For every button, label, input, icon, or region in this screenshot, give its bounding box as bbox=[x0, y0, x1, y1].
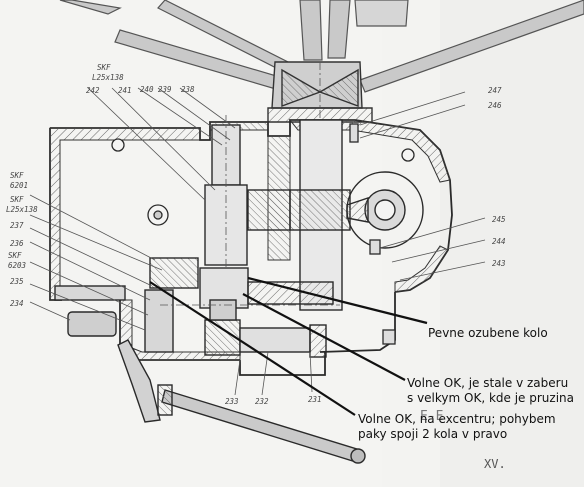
part-number-labels: SKF L25x138 242 241 240 239 238 247 246 … bbox=[6, 63, 506, 471]
callout-fixed-gear-line-1: Pevne ozubene kolo bbox=[428, 326, 548, 340]
leader-lines bbox=[29, 87, 486, 396]
callout-pointer-1 bbox=[247, 276, 428, 325]
callout-pointer-2 bbox=[242, 293, 406, 381]
label-238: 238 bbox=[181, 85, 195, 94]
shift-lever bbox=[54, 285, 366, 464]
callout-eccentric-gear-line-1: Volne OK, na excentru; pohybem bbox=[358, 412, 556, 426]
label-243: 243 bbox=[492, 259, 506, 268]
label-242: 242 bbox=[86, 86, 100, 95]
callout-pointer-3 bbox=[149, 281, 356, 416]
label-231: 231 bbox=[308, 395, 322, 404]
callout-eccentric-gear: Volne OK, na excentru; pohybem paky spoj… bbox=[358, 412, 556, 442]
label-section-mark: E-E bbox=[420, 409, 443, 424]
label-l25-left: L25x138 bbox=[6, 205, 38, 214]
callout-pointers bbox=[149, 276, 428, 416]
label-237: 237 bbox=[10, 221, 24, 230]
lower-gear-cluster bbox=[144, 257, 340, 358]
label-233: 233 bbox=[225, 397, 239, 406]
label-skf-6203: SKF bbox=[8, 251, 22, 260]
callout-idle-gear-meshed: Volne OK, je stale v zaberu s velkym OK,… bbox=[407, 376, 574, 406]
label-sheet-mark: XV. bbox=[484, 457, 506, 471]
vertical-shafts bbox=[204, 115, 351, 311]
label-241: 241 bbox=[118, 86, 132, 95]
callout-eccentric-gear-line-2: paky spoji 2 kola v pravo bbox=[358, 427, 508, 441]
label-6203: 6203 bbox=[8, 261, 27, 270]
label-236: 236 bbox=[10, 239, 24, 248]
label-bearing-top: L25x138 bbox=[92, 73, 124, 82]
label-skf-l25: SKF bbox=[10, 195, 24, 204]
label-239: 239 bbox=[158, 85, 172, 94]
callout-fixed-gear: Pevne ozubene kolo bbox=[428, 326, 548, 341]
label-246: 246 bbox=[488, 101, 502, 110]
eccentric-wheel bbox=[346, 171, 424, 249]
callout-idle-gear-meshed-line-1: Volne OK, je stale v zaberu bbox=[407, 376, 569, 390]
label-234: 234 bbox=[10, 299, 24, 308]
callout-idle-gear-meshed-line-2: s velkym OK, kde je pruzina bbox=[407, 391, 574, 405]
label-245: 245 bbox=[492, 215, 506, 224]
label-6201: 6201 bbox=[10, 181, 28, 190]
label-247: 247 bbox=[488, 86, 502, 95]
label-skf-top: SKF bbox=[97, 63, 111, 72]
label-232: 232 bbox=[255, 397, 269, 406]
label-235: 235 bbox=[10, 277, 24, 286]
label-240: 240 bbox=[140, 85, 154, 94]
label-244: 244 bbox=[492, 237, 506, 246]
label-skf-6201: SKF bbox=[10, 171, 24, 180]
